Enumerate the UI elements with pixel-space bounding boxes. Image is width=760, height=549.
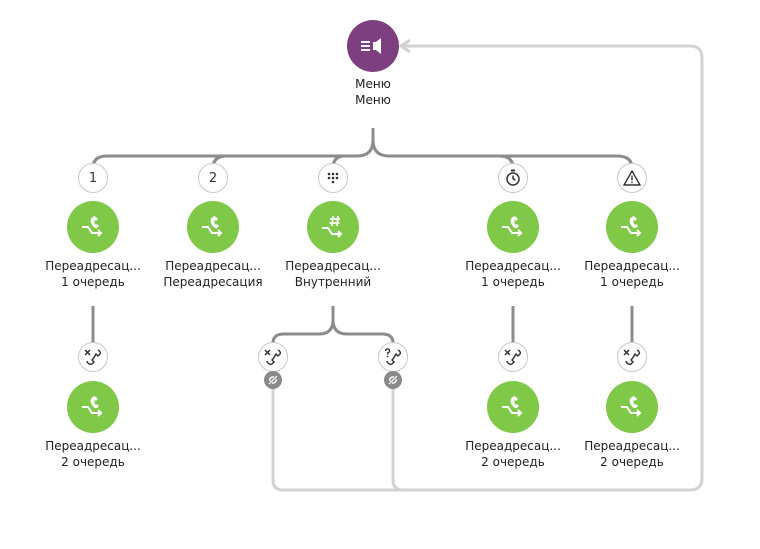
call-failed-icon: [264, 349, 282, 365]
keypad-icon: [327, 172, 339, 184]
child-title: Переадресац...: [465, 439, 561, 453]
branch-key-1: 1: [88, 170, 98, 186]
branch-label-1: Переадресац... 1 очередь: [33, 258, 153, 290]
call-forward-icon: [621, 396, 642, 417]
call-failed-icon: [623, 349, 641, 365]
branch-title: Переадресац...: [165, 259, 261, 273]
loop-link-icon: [388, 375, 398, 385]
branch-badge-5[interactable]: [617, 163, 647, 193]
child-subtitle: 2 очередь: [61, 455, 125, 469]
child-badge-4[interactable]: [498, 342, 528, 372]
branch-title: Переадресац...: [285, 259, 381, 273]
branch-badge-1[interactable]: 1: [78, 163, 108, 193]
child-node-1[interactable]: [67, 381, 119, 433]
child-label-1: Переадресац... 2 очередь: [33, 438, 153, 470]
loop-badge-failed[interactable]: [258, 342, 288, 372]
call-forward-icon: [502, 216, 523, 237]
branch-label-4: Переадресац... 1 очередь: [453, 258, 573, 290]
call-failed-icon: [84, 349, 102, 365]
child-label-4: Переадресац... 2 очередь: [453, 438, 573, 470]
branch-subtitle: Внутренний: [294, 275, 372, 289]
loop-badge-unknown[interactable]: [378, 342, 408, 372]
branch-node-4[interactable]: [487, 201, 539, 253]
branch-subtitle: 1 очередь: [61, 275, 125, 289]
branch-node-2[interactable]: [187, 201, 239, 253]
warning-icon: [623, 170, 641, 186]
branch-title: Переадресац...: [465, 259, 561, 273]
call-forward-hash-icon: [322, 215, 343, 238]
child-title: Переадресац...: [45, 439, 141, 453]
loop-link-icon: [268, 375, 278, 385]
branch-subtitle: 1 очередь: [481, 275, 545, 289]
call-forward-icon: [621, 216, 642, 237]
child-subtitle: 2 очередь: [481, 455, 545, 469]
branch-badge-3[interactable]: [318, 163, 348, 193]
child-title: Переадресац...: [584, 439, 680, 453]
root-menu-node[interactable]: [347, 20, 399, 72]
child-label-5: Переадресац... 2 очередь: [572, 438, 692, 470]
branch-label-3: Переадресац... Внутренний: [273, 258, 393, 290]
call-unknown-icon: [384, 348, 402, 365]
branch-title: Переадресац...: [45, 259, 141, 273]
loop-link-badge-failed[interactable]: [264, 371, 282, 389]
child-node-4[interactable]: [487, 381, 539, 433]
loop-link-badge-unknown[interactable]: [384, 371, 402, 389]
branch-label-2: Переадресац... Переадресация: [153, 258, 273, 290]
connector-root-trunk: [91, 128, 634, 169]
branch-label-5: Переадресац... 1 очередь: [572, 258, 692, 290]
branch-subtitle: 1 очередь: [600, 275, 664, 289]
child-badge-1[interactable]: [78, 342, 108, 372]
call-forward-icon: [82, 216, 103, 237]
connector-loop-back: [271, 44, 704, 492]
call-failed-icon: [504, 349, 522, 365]
menu-speaker-icon: [361, 38, 381, 54]
root-title: Меню: [355, 77, 391, 91]
child-badge-5[interactable]: [617, 342, 647, 372]
timer-icon: [506, 169, 520, 186]
branch-subtitle: Переадресация: [163, 275, 263, 289]
call-forward-icon: [82, 396, 103, 417]
child-node-5[interactable]: [606, 381, 658, 433]
branch-node-5[interactable]: [606, 201, 658, 253]
branch-title: Переадресац...: [584, 259, 680, 273]
branch-node-3[interactable]: [307, 201, 359, 253]
root-label: Меню Меню: [313, 76, 433, 108]
loop-arrow-icon: [398, 38, 411, 54]
call-forward-icon: [502, 396, 523, 417]
connector-branch3-fork: [271, 306, 395, 344]
branch-badge-2[interactable]: 2: [198, 163, 228, 193]
branch-badge-4[interactable]: [498, 163, 528, 193]
child-subtitle: 2 очередь: [600, 455, 664, 469]
branch-key-2: 2: [208, 170, 218, 186]
branch-node-1[interactable]: [67, 201, 119, 253]
root-subtitle: Меню: [355, 93, 391, 107]
call-forward-icon: [202, 216, 223, 237]
